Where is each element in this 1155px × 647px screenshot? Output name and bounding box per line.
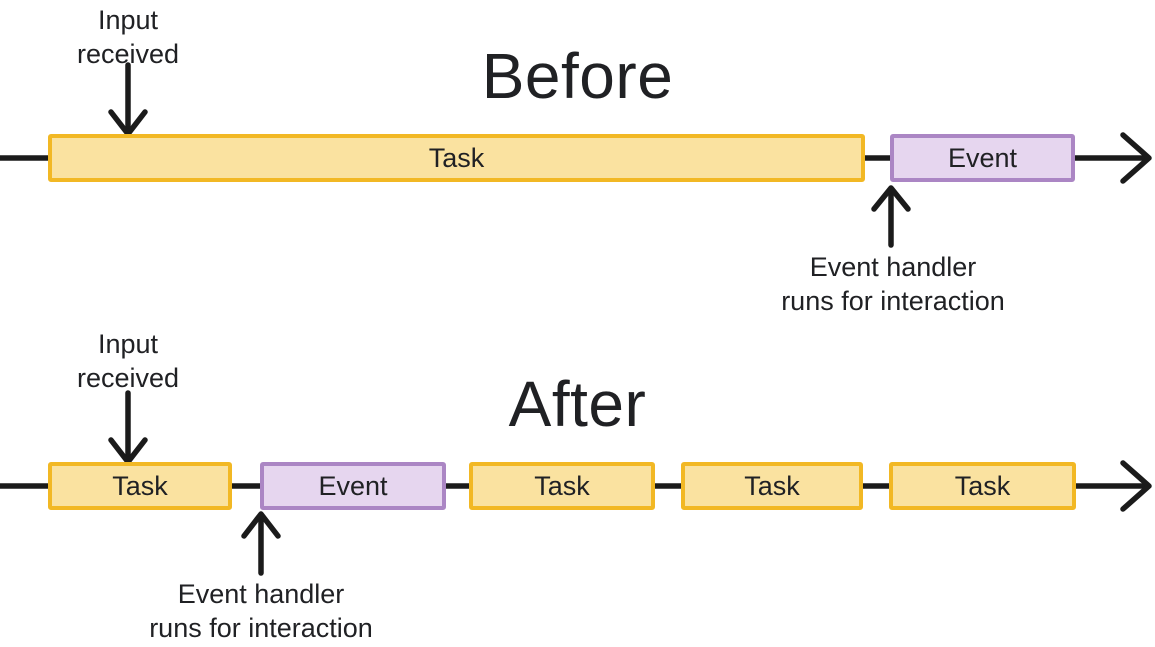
input-received-label: Input received — [38, 327, 218, 395]
event-segment-before: Event — [890, 134, 1075, 182]
before-title: Before — [481, 40, 674, 112]
event-segment-label: Event — [318, 470, 388, 501]
event-handler-line1: Event handler — [177, 579, 345, 609]
task-segment-label: Task — [112, 470, 168, 501]
input-received-line1: Input — [97, 329, 159, 359]
event-segment-label: Event — [947, 142, 1018, 173]
input-received-line2: received — [76, 363, 180, 393]
event-handler-line1: Event handler — [809, 252, 977, 282]
after-title: After — [508, 368, 647, 440]
task-segment-label: Task — [534, 470, 590, 501]
task-segment-label: Task — [428, 142, 485, 173]
event-handler-line2: runs for interaction — [781, 286, 1005, 316]
input-received-label: Input received — [38, 3, 218, 71]
task-segment-after-2: Task — [469, 462, 655, 510]
event-segment-after: Event — [260, 462, 446, 510]
task-segment-after-4: Task — [889, 462, 1076, 510]
up-arrow-icon — [241, 511, 281, 576]
task-segment-label: Task — [954, 470, 1011, 501]
event-handler-label-after: Event handler runs for interaction — [118, 577, 404, 645]
task-segment-after-1: Task — [48, 462, 232, 510]
task-segment-label: Task — [744, 470, 800, 501]
event-handler-line2: runs for interaction — [149, 613, 373, 643]
event-handler-label-before: Event handler runs for interaction — [750, 250, 1036, 318]
task-segment-before: Task — [48, 134, 865, 182]
up-arrow-icon — [871, 185, 911, 248]
input-received-line1: Input — [97, 5, 159, 35]
task-segment-after-3: Task — [681, 462, 863, 510]
